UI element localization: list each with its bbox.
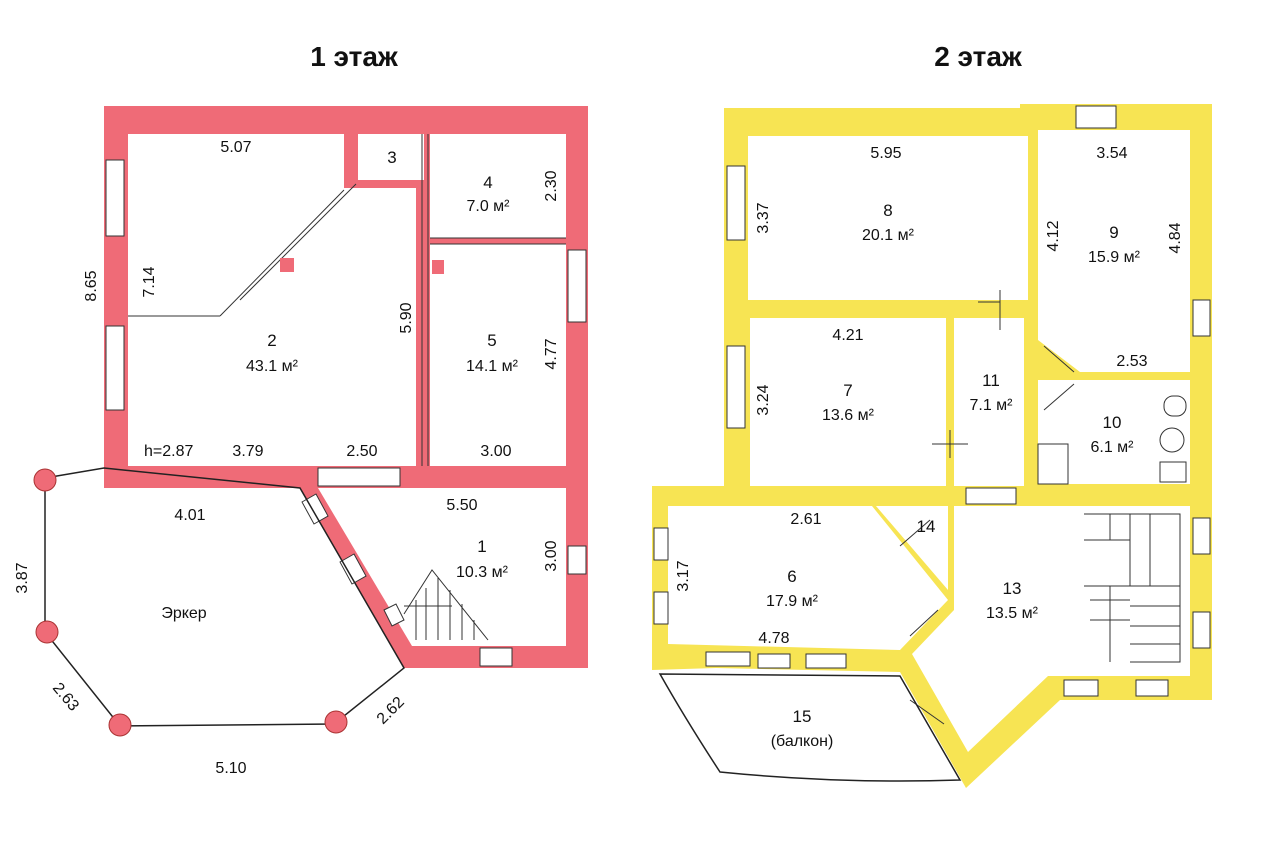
room-7-space xyxy=(750,318,946,486)
room-3-space xyxy=(358,134,424,180)
dim-label: 5.50 xyxy=(446,497,477,514)
dim-label: 2.61 xyxy=(790,511,821,528)
room-15-number: 15 xyxy=(793,707,812,726)
room-13-space xyxy=(912,506,1190,752)
dim-label: 5.90 xyxy=(398,302,415,333)
dim-label: 2.53 xyxy=(1116,353,1147,370)
room-5-area: 14.1 м² xyxy=(466,358,519,375)
dim-label: 5.95 xyxy=(870,145,901,162)
floor2-stairs xyxy=(1084,513,1181,663)
room-4-space xyxy=(430,134,566,238)
room-7-area: 13.6 м² xyxy=(822,407,875,424)
room-2-number: 2 xyxy=(267,331,276,350)
room-9-area: 15.9 м² xyxy=(1088,249,1141,266)
floor1-title: 1 этаж xyxy=(310,41,399,72)
room-13-number: 13 xyxy=(1003,579,1022,598)
room-2-space xyxy=(128,134,416,466)
room-8-space xyxy=(748,136,1028,300)
dim-label: 3.87 xyxy=(14,562,31,593)
room-8-area: 20.1 м² xyxy=(862,227,915,244)
room-10-number: 10 xyxy=(1103,413,1122,432)
dim-label: 2.50 xyxy=(346,443,377,460)
room-4-area: 7.0 м² xyxy=(466,198,510,215)
room-9-number: 9 xyxy=(1109,223,1118,242)
dim-label: 5.07 xyxy=(220,139,251,156)
dim-label: 2.63 xyxy=(49,680,82,715)
room-5-number: 5 xyxy=(487,331,496,350)
dim-label: 3.00 xyxy=(543,540,560,571)
room-1-space xyxy=(318,488,566,646)
room-9-space xyxy=(1038,130,1190,372)
floor1-erker xyxy=(33,467,405,737)
room-14-space xyxy=(876,506,948,590)
dim-label: 3.79 xyxy=(232,443,263,460)
balcony-outline xyxy=(658,673,962,782)
room-3-number: 3 xyxy=(387,148,396,167)
dim-label: 7.14 xyxy=(141,266,158,297)
ceiling-height: h=2.87 xyxy=(144,443,193,460)
room-10-area: 6.1 м² xyxy=(1090,439,1134,456)
dim-label: 4.12 xyxy=(1045,220,1062,251)
dim-label: 2.30 xyxy=(543,170,560,201)
room-7-number: 7 xyxy=(843,381,852,400)
floor2-plan: 2 этаж xyxy=(652,41,1212,788)
erker-label: Эркер xyxy=(161,605,206,622)
dim-label: 4.84 xyxy=(1167,222,1184,253)
room-15-label: (балкон) xyxy=(771,733,834,750)
dim-label: 8.65 xyxy=(83,270,100,301)
room-11-space xyxy=(954,318,1024,486)
room-6-space xyxy=(668,506,948,650)
room-6-area: 17.9 м² xyxy=(766,593,819,610)
dim-label: 3.37 xyxy=(755,202,772,233)
dim-label: 5.10 xyxy=(215,760,246,777)
room-8-number: 8 xyxy=(883,201,892,220)
room-11-number: 11 xyxy=(982,371,1000,390)
room-14-number: 14 xyxy=(917,517,936,536)
room-4-number: 4 xyxy=(483,173,492,192)
dim-label: 3.54 xyxy=(1096,145,1127,162)
room-2-area: 43.1 м² xyxy=(246,358,299,375)
dim-label: 3.24 xyxy=(755,384,772,415)
dim-label: 4.01 xyxy=(174,507,205,524)
room-5-space xyxy=(430,244,566,466)
dim-label: 4.78 xyxy=(758,630,789,647)
room-1-area: 10.3 м² xyxy=(456,564,509,581)
floor1-stairs xyxy=(403,569,489,641)
room-6-number: 6 xyxy=(787,567,796,586)
floor2-title: 2 этаж xyxy=(934,41,1023,72)
room-10-space xyxy=(1038,380,1190,484)
dim-label: 2.62 xyxy=(374,694,408,728)
dim-label: 4.77 xyxy=(543,338,560,369)
dim-label: 3.17 xyxy=(675,560,692,591)
room-11-area: 7.1 м² xyxy=(969,397,1013,414)
floor1-plan: 1 этаж xyxy=(14,41,588,777)
room-1-number: 1 xyxy=(477,537,486,556)
dim-label: 3.00 xyxy=(480,443,511,460)
dim-label: 4.21 xyxy=(832,327,863,344)
room-13-area: 13.5 м² xyxy=(986,605,1039,622)
